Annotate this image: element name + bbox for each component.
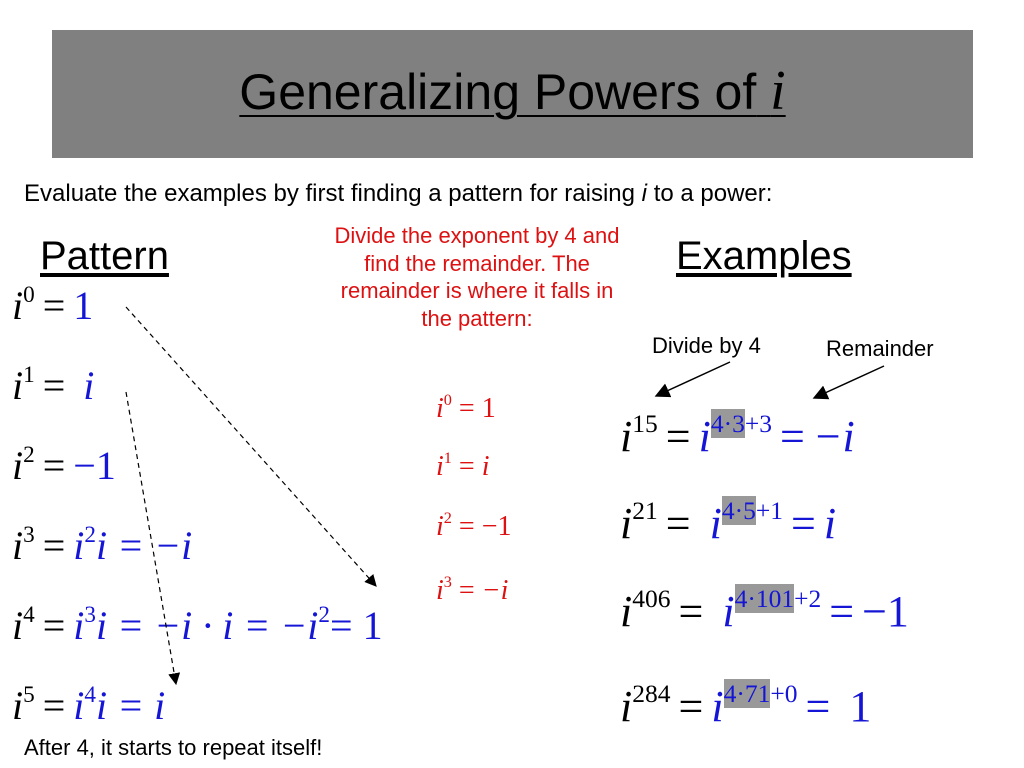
pattern-row-2: i2=−1 [12, 441, 116, 488]
red-pattern-row-0: i0 = 1 [436, 390, 496, 424]
slide-title: Generalizing Powers of i [239, 60, 786, 122]
remainder-arrow [812, 365, 885, 400]
pattern-row-4: i4=i3i = −i · i = −i2= 1 [12, 601, 383, 648]
example-row-15: i15=i4·3+3=−i [620, 408, 855, 461]
red-instruction-note: Divide the exponent by 4 and find the re… [334, 223, 620, 331]
dashed-arrow-1-to-5 [125, 391, 181, 686]
red-pattern-row-1: i1 = i [436, 448, 490, 482]
red-pattern-row-3: i3 = −i [436, 572, 509, 606]
pattern-row-1: i1= i [12, 361, 95, 408]
remainder-label: Remainder [826, 336, 934, 361]
footer-note: After 4, it starts to repeat itself! [24, 735, 323, 760]
pattern-row-5: i5=i4i = i [12, 681, 166, 728]
pattern-row-3: i3=i2i = −i [12, 521, 193, 568]
dashed-arrow-0-to-4 [125, 306, 377, 587]
example-row-21: i21= i4·5+1=i [620, 495, 837, 548]
title-bar [52, 30, 973, 158]
example-row-406: i406= i4·101+2=−1 [620, 583, 909, 636]
pattern-row-0: i0=1 [12, 281, 94, 328]
divide-arrow [654, 361, 731, 398]
divide-by-label: Divide by 4 [652, 333, 761, 358]
red-pattern-row-2: i2 = −1 [436, 508, 512, 542]
instruction-text: Evaluate the examples by first finding a… [24, 180, 773, 207]
example-row-284: i284=i4·71+0= 1 [620, 678, 872, 731]
pattern-heading: Pattern [40, 234, 169, 278]
examples-heading: Examples [676, 234, 852, 278]
